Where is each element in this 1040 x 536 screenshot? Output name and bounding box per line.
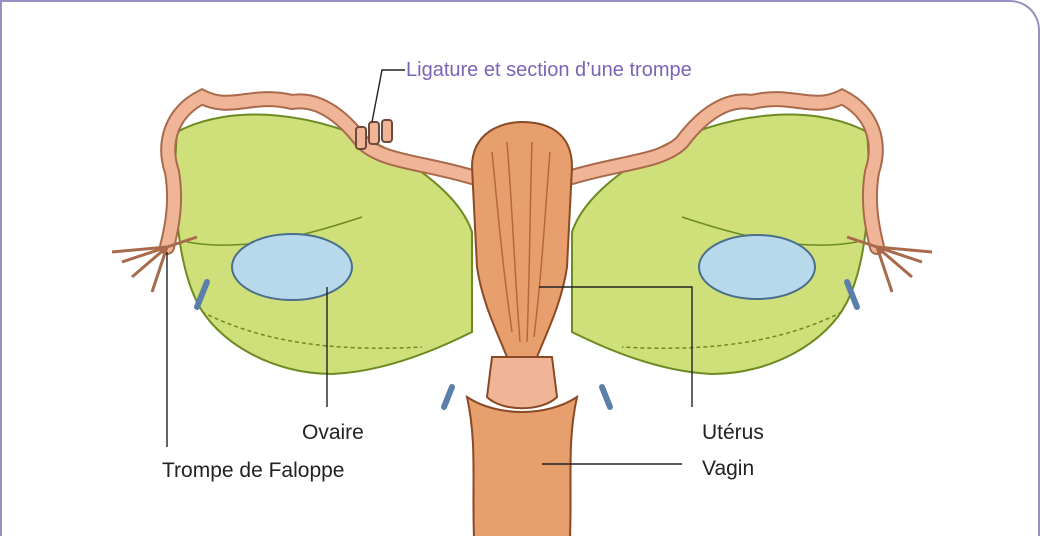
uterus-label: Utérus xyxy=(702,422,764,443)
ovary-right xyxy=(699,235,815,299)
ovary-left xyxy=(232,234,352,300)
cervix xyxy=(487,357,557,408)
vagina-label: Vagin xyxy=(702,458,754,479)
vagina xyxy=(467,397,577,536)
fallopian-tube-label: Trompe de Faloppe xyxy=(162,460,345,481)
ligature-label: Ligature et section d’une trompe xyxy=(406,60,692,80)
uterus-body xyxy=(472,122,572,357)
ovary-label: Ovaire xyxy=(302,422,364,443)
ligature-cut xyxy=(356,120,392,149)
